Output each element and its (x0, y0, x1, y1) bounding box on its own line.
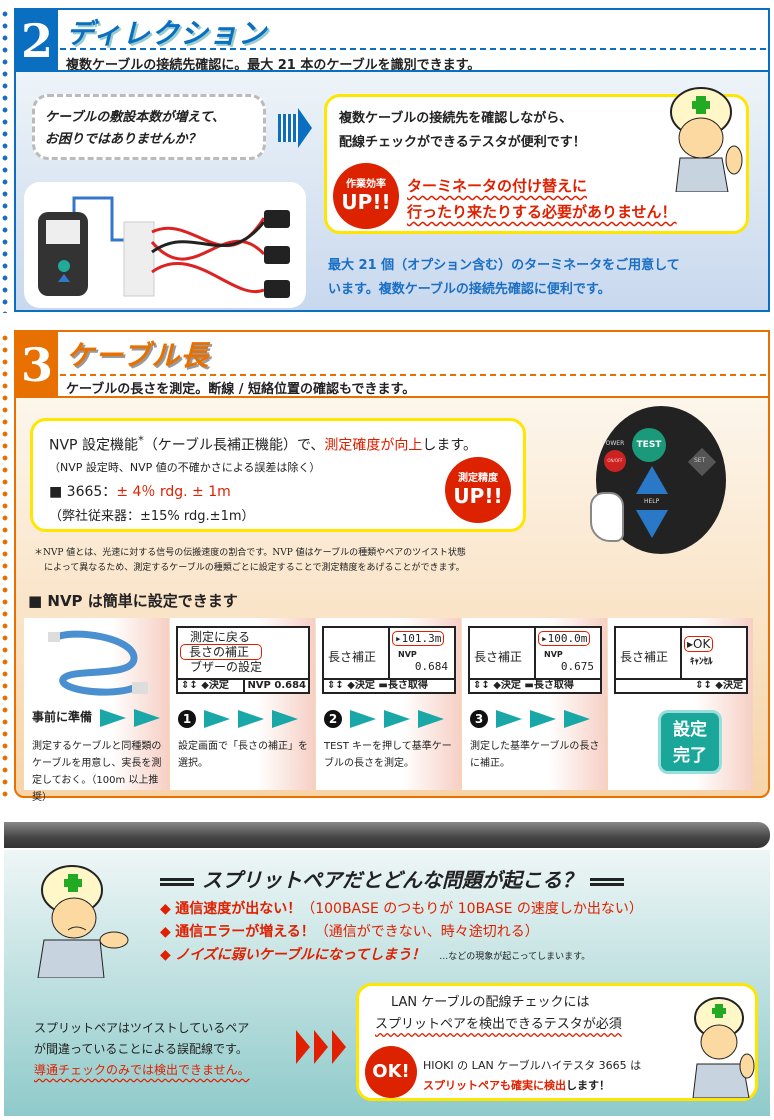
step-3: 長さ補正 ▸100.0m NVP 0.675 ⇕↕ ◆決定 ▬長さ取得 3 測定… (462, 618, 607, 790)
tester-with-terminators-photo (24, 182, 306, 308)
divider (60, 48, 766, 50)
step-2: 長さ補正 ▸101.3m NVP 0.684 ⇕↕ ◆決定 ▬長さ取得 2 TE… (316, 618, 461, 790)
split-pair-title: スプリットペアだとどんな問題が起こる？ (160, 864, 624, 893)
accuracy-up-badge: 測定精度 UP!! (445, 457, 511, 523)
section-number: 3 (16, 332, 58, 398)
nvp-footnote: ＊NVP 値とは、光速に対する信号の伝搬速度の割合です。NVP 値はケーブルの種… (34, 548, 466, 573)
lcd-screen: 長さ補正 ▸101.3m NVP 0.684 ⇕↕ ◆決定 ▬長さ取得 (322, 626, 456, 694)
nvp-steps: 事前に準備 測定するケーブルと同種類のケーブルを用意し、実長を測定しておく。（1… (24, 618, 753, 803)
section-title: ケーブル長 (66, 339, 210, 372)
arrow-right-icon (278, 108, 314, 148)
up-key-icon (636, 466, 668, 494)
nvp-box: NVP 設定機能*（ケーブル長補正機能）で、測定確度が向上します。 （NVP 設… (30, 418, 526, 532)
lcd-screen: 長さ補正 ▸OK ｷｬﾝｾﾙ ⇕↕ ◆決定 (614, 626, 748, 694)
section-subtitle: 複数ケーブルの接続先確認に。最大 21 本のケーブルを識別できます。 (66, 58, 481, 73)
divider (60, 374, 766, 376)
section-number: 2 (16, 10, 58, 72)
terminator-note: 最大 21 個（オプション含む）のターミネータをご用意して います。複数ケーブル… (328, 258, 680, 297)
solution-box: LAN ケーブルの配線チェックには スプリットペアを検出できるテスタが必須 OK… (356, 983, 758, 1101)
pointing-hand-icon (590, 492, 624, 542)
section-split-pair: スプリットペアだとどんな問題が起こる？ ◆ 通信速度が出ない！（100BASE … (4, 850, 770, 1116)
dotted-border (2, 332, 8, 798)
worker-thumbs-up-illustration (656, 82, 746, 193)
efficiency-up-badge: 作業効率 UP!! (333, 163, 399, 229)
section-title: ディレクション (66, 17, 268, 50)
problem-item: ◆ ノイズに弱いケーブルになってしまう！…などの現象が起こってしまいます。 (160, 947, 591, 963)
dotted-border (2, 8, 8, 313)
section-cable-length: 3 ケーブル長 ケーブルの長さを測定。断線 / 短絡位置の確認もできます。 NV… (14, 330, 770, 803)
setting-complete-badge: 設定 完了 (658, 710, 722, 774)
problem-item: ◆ 通信速度が出ない！（100BASE のつもりが 10BASE の速度しか出な… (160, 901, 643, 917)
worker-thumbs-up-illustration (687, 994, 757, 1099)
section-divider-bar (4, 822, 770, 848)
worried-worker-illustration (30, 860, 130, 979)
tester-keypad-image: TEST POWER ON/OFF SET HELP (586, 406, 736, 556)
section-direction: 2 ディレクション 複数ケーブルの接続先確認に。最大 21 本のケーブルを識別で… (14, 8, 770, 312)
question-bubble: ケーブルの敷設本数が増えて、 お困りではありませんか？ (32, 94, 266, 160)
answer-box: 複数ケーブルの接続先を確認しながら、 配線チェックができるテスタが便利です！ 作… (324, 94, 749, 234)
lcd-screen: 長さ補正 ▸100.0m NVP 0.675 ⇕↕ ◆決定 ▬長さ取得 (468, 626, 602, 694)
down-key-icon (636, 510, 668, 538)
problem-item: ◆ 通信エラーが増える！（通信ができない、時々途切れる） (160, 924, 539, 940)
step-prepare: 事前に準備 測定するケーブルと同種類のケーブルを用意し、実長を測定しておく。（1… (24, 618, 169, 803)
split-pair-explanation: スプリットペアはツイストしているペア が間違っていることによる誤配線です。 導通… (34, 1021, 250, 1077)
triple-arrow-icon (296, 1030, 350, 1064)
ok-badge: OK! (365, 1046, 417, 1098)
lan-cable-image (48, 630, 148, 696)
step-done: 長さ補正 ▸OK ｷｬﾝｾﾙ ⇕↕ ◆決定 設定 完了 (608, 618, 753, 790)
section-subtitle: ケーブルの長さを測定。断線 / 短絡位置の確認もできます。 (66, 382, 416, 397)
nvp-easy-heading: ■ NVP は簡単に設定できます (28, 592, 238, 610)
problem-list: ◆ 通信速度が出ない！（100BASE のつもりが 10BASE の速度しか出な… (160, 898, 643, 969)
